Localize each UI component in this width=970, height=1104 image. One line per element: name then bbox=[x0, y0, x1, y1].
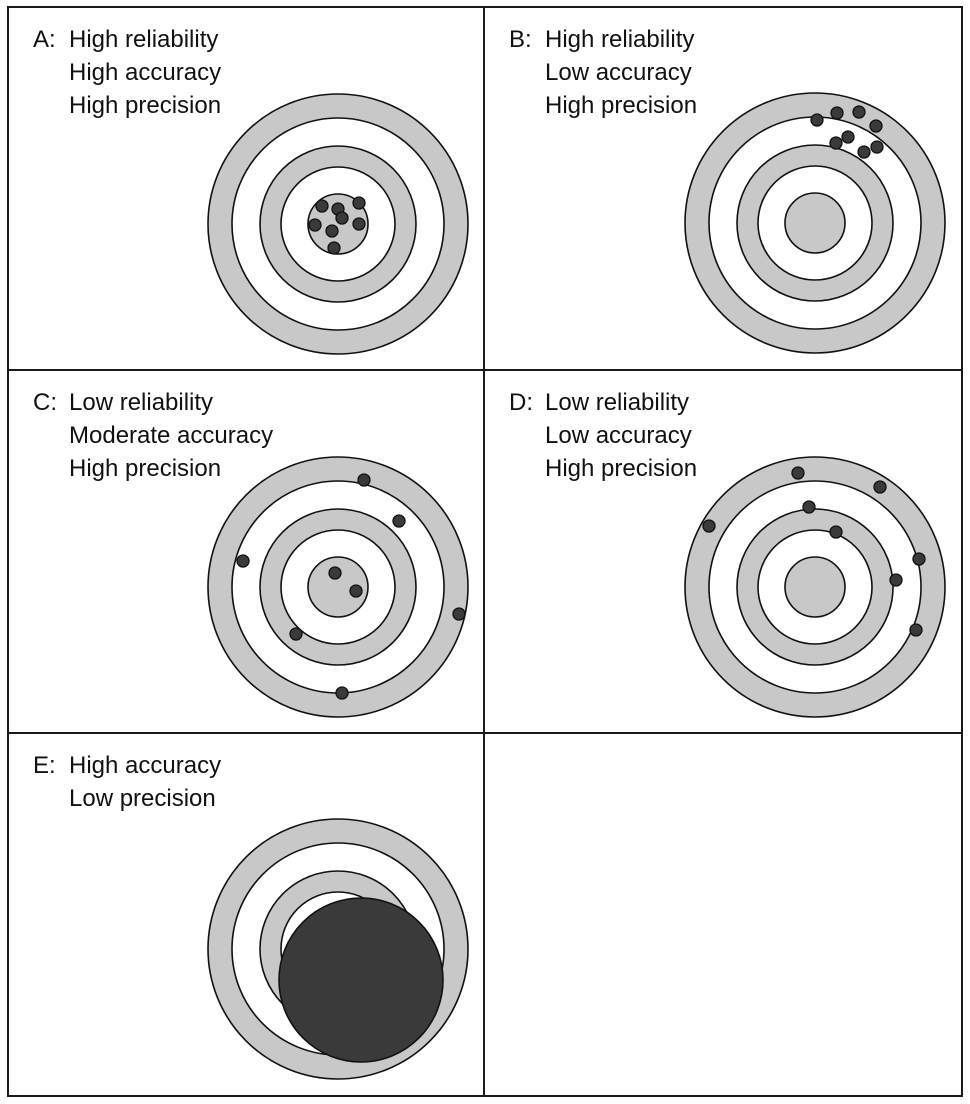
target bbox=[207, 456, 469, 718]
panel-letter: E: bbox=[33, 752, 56, 779]
hit-dot bbox=[869, 119, 883, 133]
hit-dot bbox=[325, 224, 339, 238]
panel-grid bbox=[7, 6, 963, 1097]
panel-label-line: Moderate accuracy bbox=[69, 422, 273, 449]
hit-dot bbox=[315, 199, 329, 213]
target bbox=[207, 818, 469, 1080]
panel-label-line: High precision bbox=[69, 92, 221, 119]
hit-dot bbox=[791, 466, 805, 480]
hit-dot bbox=[357, 473, 371, 487]
hit-spread-disc bbox=[278, 897, 444, 1063]
panel-frame bbox=[483, 732, 963, 1097]
hit-dot bbox=[352, 196, 366, 210]
hit-dot bbox=[870, 140, 884, 154]
panel-label-line: High accuracy bbox=[69, 752, 221, 779]
hit-dot bbox=[841, 130, 855, 144]
hit-dot bbox=[236, 554, 250, 568]
hit-dot bbox=[830, 106, 844, 120]
hit-dot bbox=[802, 500, 816, 514]
hit-dot bbox=[308, 218, 322, 232]
target-ring bbox=[307, 556, 369, 618]
target bbox=[684, 92, 946, 354]
panel-letter: D: bbox=[509, 389, 533, 416]
panel-label-line: Low precision bbox=[69, 785, 216, 812]
panel-label-line: High reliability bbox=[69, 26, 218, 53]
panel-letter: B: bbox=[509, 26, 532, 53]
panel-letter: A: bbox=[33, 26, 56, 53]
hit-dot bbox=[335, 686, 349, 700]
panel-label-line: High precision bbox=[545, 92, 697, 119]
panel-label-line: High reliability bbox=[545, 26, 694, 53]
hit-dot bbox=[889, 573, 903, 587]
hit-dot bbox=[352, 217, 366, 231]
hit-dot bbox=[857, 145, 871, 159]
hit-dot bbox=[335, 211, 349, 225]
target bbox=[207, 93, 469, 355]
panel-letter: C: bbox=[33, 389, 57, 416]
hit-dot bbox=[328, 566, 342, 580]
target-ring bbox=[784, 192, 846, 254]
panel-label-line: High accuracy bbox=[69, 59, 221, 86]
panel-label-line: High precision bbox=[69, 455, 221, 482]
hit-dot bbox=[829, 525, 843, 539]
panel-label-line: Low accuracy bbox=[545, 59, 692, 86]
panel-label-line: High precision bbox=[545, 455, 697, 482]
hit-dot bbox=[909, 623, 923, 637]
hit-dot bbox=[702, 519, 716, 533]
hit-dot bbox=[349, 584, 363, 598]
hit-dot bbox=[912, 552, 926, 566]
target bbox=[684, 456, 946, 718]
panel-label-line: Low reliability bbox=[545, 389, 689, 416]
hit-dot bbox=[452, 607, 466, 621]
hit-dot bbox=[327, 241, 341, 255]
target-ring bbox=[784, 556, 846, 618]
panel-label-line: Low accuracy bbox=[545, 422, 692, 449]
hit-dot bbox=[852, 105, 866, 119]
hit-dot bbox=[873, 480, 887, 494]
hit-dot bbox=[810, 113, 824, 127]
panel-label-line: Low reliability bbox=[69, 389, 213, 416]
hit-dot bbox=[829, 136, 843, 150]
hit-dot bbox=[392, 514, 406, 528]
hit-dot bbox=[289, 627, 303, 641]
